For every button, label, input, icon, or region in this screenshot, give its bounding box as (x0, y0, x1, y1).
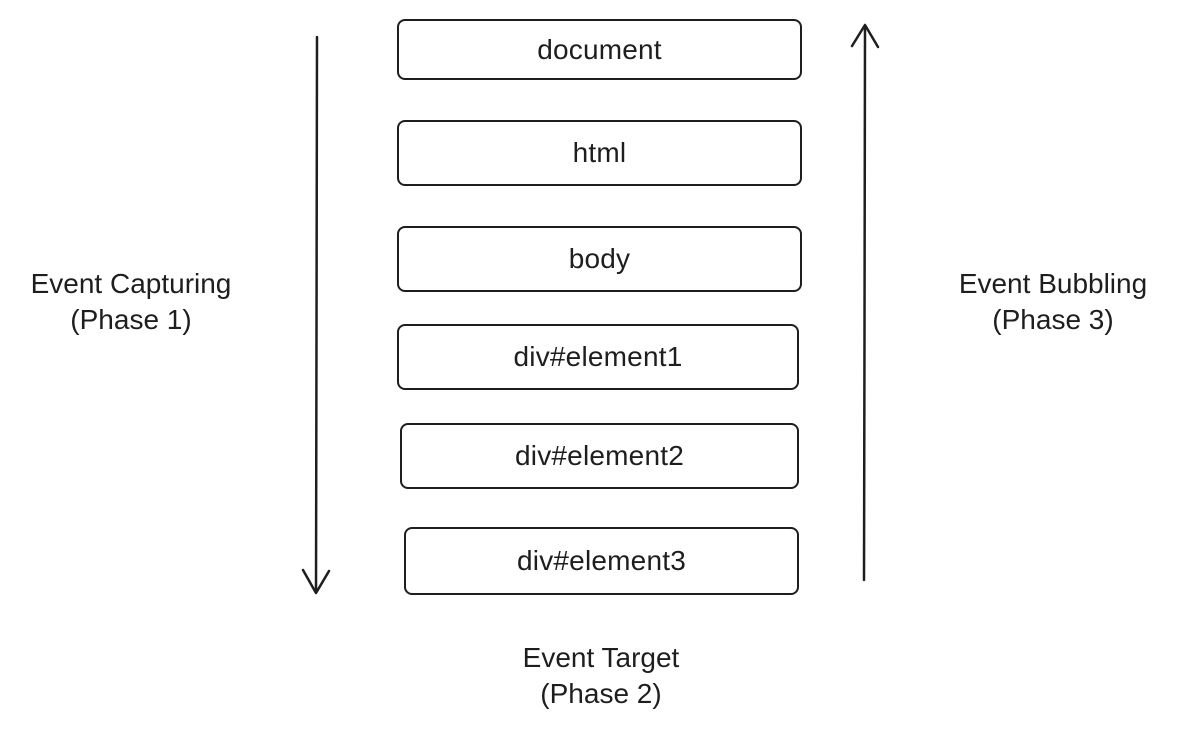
bubbling-phase: (Phase 3) (992, 304, 1114, 335)
capturing-arrow (301, 35, 331, 595)
bubbling-label: Event Bubbling (Phase 3) (940, 266, 1166, 338)
node-div-element3: div#element3 (404, 527, 799, 595)
capturing-title: Event Capturing (30, 268, 232, 299)
target-label: Event Target (Phase 2) (486, 640, 716, 712)
node-div-element2: div#element2 (400, 423, 799, 489)
capturing-phase: (Phase 1) (70, 304, 192, 335)
target-title: Event Target (522, 642, 680, 673)
node-html: html (397, 120, 802, 186)
target-phase: (Phase 2) (540, 678, 662, 709)
bubbling-arrow (850, 23, 880, 582)
node-body: body (397, 226, 802, 292)
node-document: document (397, 19, 802, 80)
capturing-label: Event Capturing (Phase 1) (16, 266, 246, 338)
bubbling-title: Event Bubbling (958, 268, 1148, 299)
node-div-element1: div#element1 (397, 324, 799, 390)
